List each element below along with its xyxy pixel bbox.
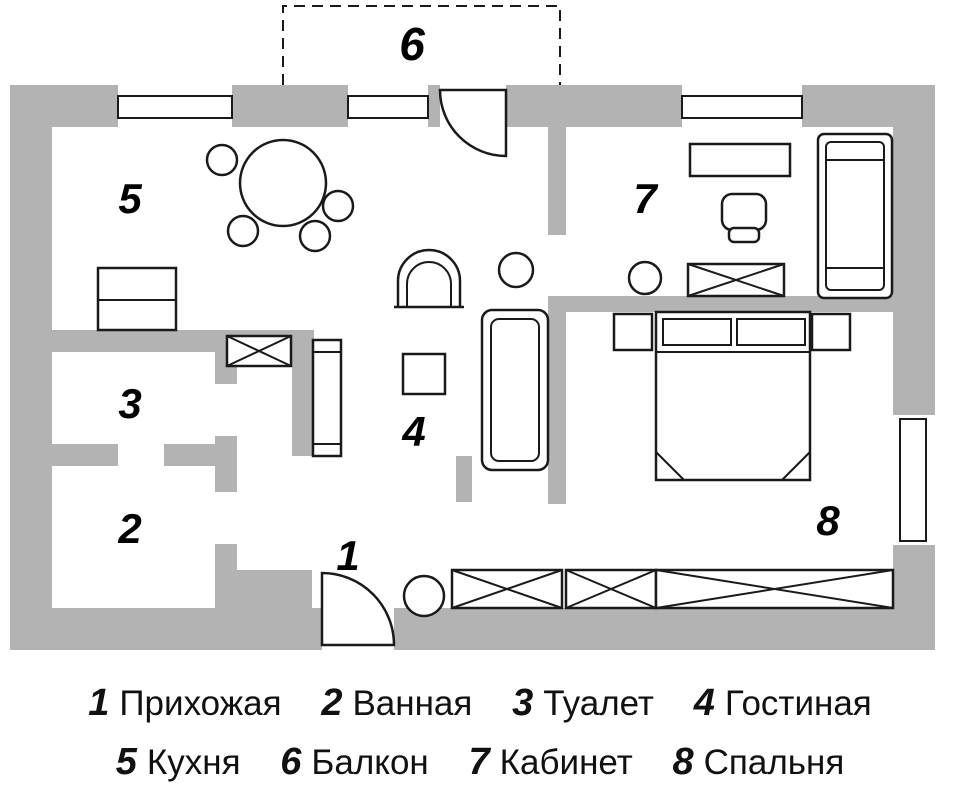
legend-name: Туалет — [543, 684, 654, 723]
legend-num: 6 — [280, 740, 302, 783]
kitchen-chair — [226, 214, 260, 248]
study-chest — [686, 262, 786, 298]
study-window — [681, 95, 803, 119]
hallway-furniture — [225, 334, 564, 618]
toilet-door-gap — [215, 384, 237, 436]
wall-entry-block — [237, 570, 312, 608]
hall-chest — [225, 334, 293, 368]
window-frames — [117, 95, 927, 542]
bath-niche — [118, 444, 164, 466]
bedroom-wardrobe-small — [564, 568, 658, 610]
label-toilet: 3 — [118, 380, 141, 427]
side-table — [497, 251, 535, 289]
wall-hall-stub — [456, 456, 472, 502]
kitchen-furniture — [96, 138, 355, 332]
wall-bedroom-left — [548, 296, 566, 504]
wall-hall-left — [292, 352, 314, 456]
wall-study-left-upper — [548, 127, 566, 235]
sofa — [480, 308, 550, 472]
center-window-gap — [348, 85, 428, 127]
desk-chair — [720, 192, 768, 244]
floor-plan: 6 5 7 3 4 2 1 8 — [10, 5, 935, 650]
kitchen-window-gap — [118, 85, 232, 127]
legend-name: Ванная — [352, 684, 473, 723]
pillow — [662, 318, 732, 346]
hall-wardrobe — [450, 568, 564, 610]
center-window — [347, 95, 429, 119]
double-bed — [654, 310, 812, 482]
living-furniture — [394, 248, 550, 472]
legend-num: 3 — [512, 682, 534, 724]
study-window-gap — [682, 85, 802, 127]
legend-name: Балкон — [311, 742, 429, 782]
legend-num: 2 — [321, 682, 343, 724]
study-furniture — [627, 132, 894, 300]
bedroom-wardrobe-long — [654, 568, 895, 610]
coffee-table — [401, 352, 447, 396]
entry-door-arc — [320, 571, 396, 647]
kitchen-table — [238, 138, 328, 228]
kitchen-window — [117, 95, 233, 119]
label-study: 7 — [633, 175, 658, 222]
bedroom-window — [899, 418, 927, 542]
label-kitchen: 5 — [118, 175, 142, 222]
legend-num: 8 — [672, 740, 694, 783]
wall-study-bedroom — [566, 296, 893, 312]
legend-num: 1 — [88, 682, 110, 724]
study-stool — [627, 260, 663, 296]
label-hallway: 1 — [336, 532, 359, 579]
hall-cabinet — [311, 338, 343, 458]
hall-stool — [402, 574, 446, 618]
room-labels: 6 5 7 3 4 2 1 8 — [117, 18, 840, 579]
label-bath: 2 — [117, 505, 141, 552]
legend-name: Гостиная — [724, 684, 872, 723]
label-living: 4 — [401, 408, 425, 455]
legend-name: Прихожая — [119, 684, 282, 723]
legend-num: 4 — [693, 682, 715, 724]
nightstand-left — [612, 312, 654, 352]
label-balcony: 6 — [399, 18, 425, 70]
balcony-outline — [282, 5, 561, 85]
study-couch — [816, 132, 894, 300]
kitchen-chair — [298, 219, 332, 253]
legend-num: 7 — [468, 740, 490, 783]
doors — [320, 88, 508, 647]
pillow — [736, 318, 806, 346]
legend-name: Кухня — [146, 742, 241, 782]
nightstand-right — [810, 312, 852, 352]
legend-num: 5 — [115, 740, 137, 783]
balcony-door-arc — [438, 88, 508, 158]
bedroom-furniture — [564, 310, 895, 610]
label-bedroom: 8 — [816, 497, 840, 544]
kitchen-chair — [321, 189, 355, 223]
armchair — [394, 248, 464, 309]
legend-name: Спальня — [703, 742, 845, 782]
desk — [688, 142, 792, 178]
floor-plan-drawing: 6 5 7 3 4 2 1 8 — [10, 5, 935, 650]
bath-door-gap — [215, 492, 237, 544]
legend-name: Кабинет — [499, 742, 633, 782]
kitchen-chair — [205, 143, 239, 177]
